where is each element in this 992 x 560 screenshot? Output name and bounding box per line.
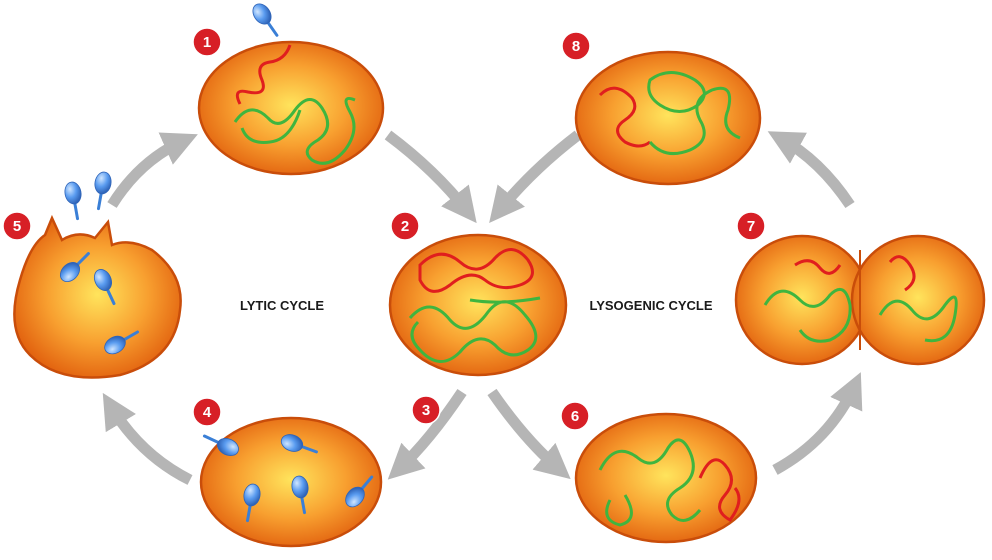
step-badge-6: 6 bbox=[560, 401, 590, 431]
step-badge-3: 3 bbox=[411, 395, 441, 425]
cell-8 bbox=[574, 50, 762, 186]
bacterial-dna bbox=[408, 296, 541, 363]
step-number: 1 bbox=[203, 34, 211, 51]
arrow-8-to-2 bbox=[489, 130, 582, 223]
viral-dna bbox=[235, 44, 292, 105]
viral-dna bbox=[794, 255, 916, 292]
step-badge-2: 2 bbox=[390, 211, 420, 241]
step-badge-7: 7 bbox=[736, 211, 766, 241]
viral-dna bbox=[598, 86, 651, 148]
step-number: 4 bbox=[203, 404, 212, 421]
cell-6 bbox=[574, 412, 758, 544]
arrow-2-to-6 bbox=[487, 388, 571, 480]
lysogenic-cycle-label: LYSOGENIC CYCLE bbox=[589, 298, 712, 313]
cell-4 bbox=[199, 416, 383, 548]
cell-1 bbox=[197, 0, 385, 176]
lytic-cycle-label: LYTIC CYCLE bbox=[240, 298, 324, 313]
step-badge-5: 5 bbox=[2, 211, 32, 241]
arrow-7-to-8 bbox=[767, 131, 855, 209]
cell-2 bbox=[388, 233, 568, 377]
bacterial-dna bbox=[598, 438, 702, 527]
step-badge-4: 4 bbox=[192, 397, 222, 427]
bacterial-dna bbox=[763, 287, 958, 343]
step-number: 7 bbox=[747, 218, 755, 235]
step-number: 8 bbox=[572, 38, 580, 55]
arrow-1-to-2 bbox=[384, 130, 477, 224]
cell-5-lysing bbox=[13, 169, 182, 379]
step-number: 3 bbox=[422, 402, 430, 419]
arrow-5-to-1 bbox=[107, 132, 198, 208]
step-badge-8: 8 bbox=[561, 31, 591, 61]
bacterial-dna bbox=[647, 71, 741, 156]
arrows bbox=[102, 130, 863, 485]
viral-dna bbox=[418, 248, 534, 293]
arrow-6-to-7 bbox=[772, 372, 863, 475]
viral-dna bbox=[698, 458, 741, 522]
step-badge-1: 1 bbox=[192, 27, 222, 57]
step-number: 5 bbox=[13, 218, 21, 235]
arrow-2-to-3 bbox=[387, 388, 467, 480]
cell-7-dividing bbox=[734, 234, 986, 366]
step-number: 6 bbox=[571, 408, 579, 425]
step-number: 2 bbox=[401, 218, 409, 235]
bacterial-dna bbox=[233, 97, 356, 165]
arrow-4-to-5 bbox=[102, 392, 193, 485]
